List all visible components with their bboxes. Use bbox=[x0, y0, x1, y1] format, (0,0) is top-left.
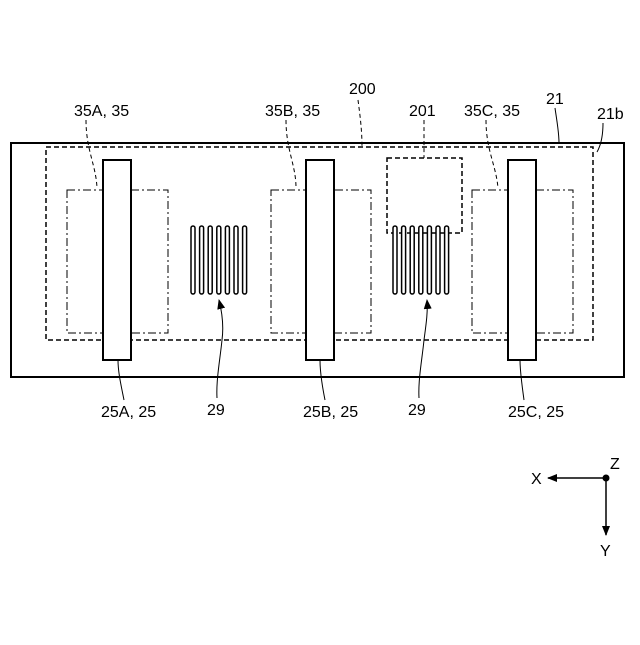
axis-label-z: Z bbox=[610, 456, 620, 473]
electrode-25C bbox=[508, 160, 536, 360]
electrode-25B bbox=[306, 160, 334, 360]
label-201: 201 bbox=[409, 103, 436, 120]
label-35C: 35C, 35 bbox=[464, 103, 520, 120]
slot bbox=[200, 226, 204, 294]
leader-21 bbox=[555, 108, 559, 143]
slot bbox=[445, 226, 449, 294]
slot bbox=[427, 226, 431, 294]
label-21b: 21b bbox=[597, 106, 624, 123]
label-29-right: 29 bbox=[408, 402, 426, 419]
slot bbox=[402, 226, 406, 294]
axis-label-y: Y bbox=[600, 543, 611, 560]
slot bbox=[217, 226, 221, 294]
slot bbox=[191, 226, 195, 294]
slot bbox=[234, 226, 238, 294]
label-29-left: 29 bbox=[207, 402, 225, 419]
axis-label-x: X bbox=[531, 471, 542, 488]
slot-group-29-left bbox=[191, 226, 247, 294]
slot bbox=[225, 226, 229, 294]
label-35B: 35B, 35 bbox=[265, 103, 320, 120]
label-25C: 25C, 25 bbox=[508, 404, 564, 421]
slot bbox=[243, 226, 247, 294]
label-25A: 25A, 25 bbox=[101, 404, 156, 421]
label-200: 200 bbox=[349, 81, 376, 98]
electrode-25A bbox=[103, 160, 131, 360]
slot bbox=[419, 226, 423, 294]
slot bbox=[410, 226, 414, 294]
label-25B: 25B, 25 bbox=[303, 404, 358, 421]
leader-200 bbox=[358, 100, 362, 147]
label-21: 21 bbox=[546, 91, 564, 108]
axes-indicator: X Y Z bbox=[531, 456, 620, 560]
slot bbox=[436, 226, 440, 294]
slot-group-29-right bbox=[393, 226, 449, 294]
slot bbox=[208, 226, 212, 294]
z-axis-dot bbox=[603, 475, 610, 482]
label-35A: 35A, 35 bbox=[74, 103, 129, 120]
slot bbox=[393, 226, 397, 294]
